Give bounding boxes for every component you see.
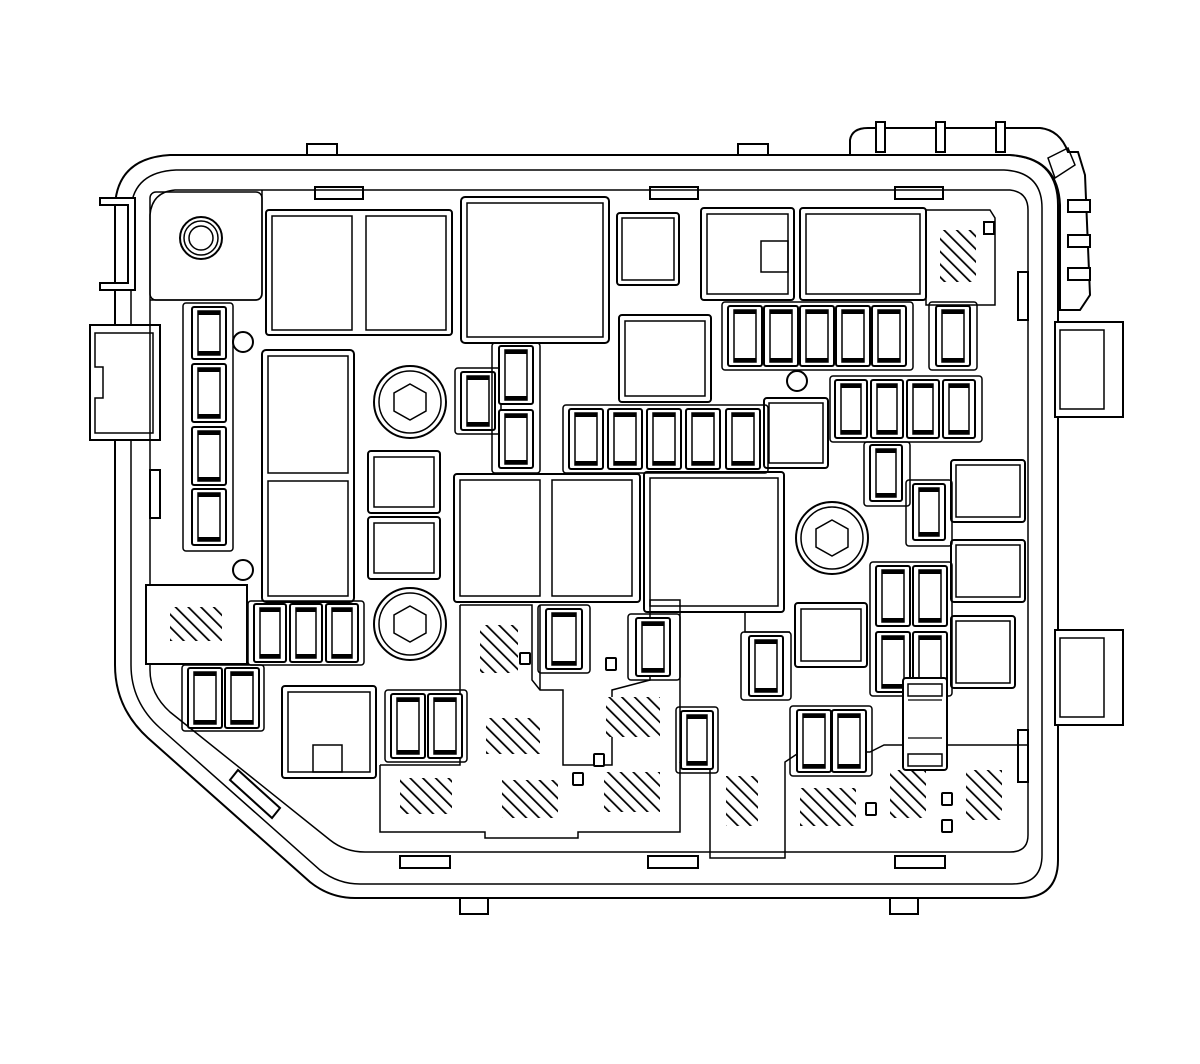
housing-right-tabs — [1017, 271, 1124, 783]
stud-bolt-left-upper — [373, 365, 447, 439]
fuse[interactable] — [568, 408, 604, 470]
fuse[interactable] — [427, 693, 463, 759]
stud-bolt-left-lower — [373, 587, 447, 661]
fuse[interactable] — [187, 667, 223, 729]
fuse-strip-bottom-center-left — [384, 689, 468, 763]
fuse[interactable] — [869, 444, 903, 502]
relay-right-column — [950, 459, 1026, 689]
fuse[interactable] — [191, 426, 227, 486]
fuse[interactable] — [191, 363, 227, 423]
inner-deck — [149, 189, 1029, 853]
relay-block-center — [453, 473, 641, 603]
fuse[interactable] — [835, 305, 871, 367]
housing-left-tabs — [89, 197, 161, 519]
fuse-strip-right-middle — [829, 375, 983, 547]
housing-top-right-connector — [849, 121, 1092, 311]
fuse[interactable] — [545, 608, 583, 670]
fuse-strip-bottom-left — [181, 664, 265, 732]
fuse-strip-center-row — [562, 404, 769, 474]
relay-small-left-lower — [367, 516, 441, 580]
fuse[interactable] — [191, 306, 227, 360]
fuse[interactable] — [875, 565, 911, 627]
mounting-holes — [232, 331, 808, 581]
relay-large-center-right — [643, 471, 785, 613]
fuse[interactable] — [942, 379, 976, 439]
fuse[interactable] — [912, 483, 946, 541]
fuse[interactable] — [870, 379, 904, 439]
fuse-strip-left-horizontal — [247, 600, 365, 666]
relay-center-upper — [618, 314, 712, 403]
fuse-singles-center-lower — [537, 604, 873, 777]
fuse[interactable] — [289, 603, 323, 663]
fuse[interactable] — [725, 408, 761, 470]
fuse[interactable] — [460, 371, 496, 431]
fuse[interactable] — [748, 635, 784, 697]
fuse-cluster-center-upper — [454, 342, 541, 474]
fuse[interactable] — [727, 305, 763, 367]
fuse[interactable] — [912, 565, 948, 627]
fuse[interactable] — [498, 345, 534, 405]
fuse[interactable] — [325, 603, 359, 663]
fuse[interactable] — [680, 710, 714, 770]
fuse-puller-tool[interactable] — [902, 677, 948, 771]
fuse[interactable] — [796, 709, 832, 773]
fuse[interactable] — [498, 409, 534, 469]
battery-bolt-top-left — [179, 216, 223, 260]
stud-bolt-right — [795, 501, 869, 575]
relay-left-column — [261, 349, 355, 603]
fuse[interactable] — [224, 667, 260, 729]
relay-small-mid-right — [794, 602, 868, 668]
fuse[interactable] — [646, 408, 682, 470]
fuse[interactable] — [390, 693, 426, 759]
relay-small-left-upper — [367, 450, 441, 514]
fuse[interactable] — [871, 305, 907, 367]
fuse[interactable] — [191, 488, 227, 546]
relay-small-center-right — [763, 397, 829, 469]
hatched-block-top-right — [925, 209, 996, 306]
hatched-block-left — [145, 584, 248, 665]
fuse[interactable] — [799, 305, 835, 367]
relay-bottom-left — [281, 685, 377, 779]
relay-top-center — [460, 196, 610, 344]
fuse[interactable] — [831, 709, 867, 773]
fuse[interactable] — [834, 379, 868, 439]
fuse[interactable] — [685, 408, 721, 470]
fuse[interactable] — [253, 603, 287, 663]
fuse[interactable] — [763, 305, 799, 367]
fuse[interactable] — [935, 305, 971, 367]
fuse-strip-left-vertical — [182, 302, 234, 552]
fuse[interactable] — [875, 631, 911, 693]
relay-block-top-left — [265, 209, 453, 336]
relay-top-right — [799, 207, 927, 301]
relay-small-top — [616, 212, 680, 286]
relay-top-mid-right — [700, 207, 795, 301]
fuse[interactable] — [635, 617, 671, 677]
fuse[interactable] — [607, 408, 643, 470]
fuse[interactable] — [906, 379, 940, 439]
lower-module-outline — [379, 599, 1028, 859]
fuse-strip-top-right-row — [721, 301, 978, 371]
